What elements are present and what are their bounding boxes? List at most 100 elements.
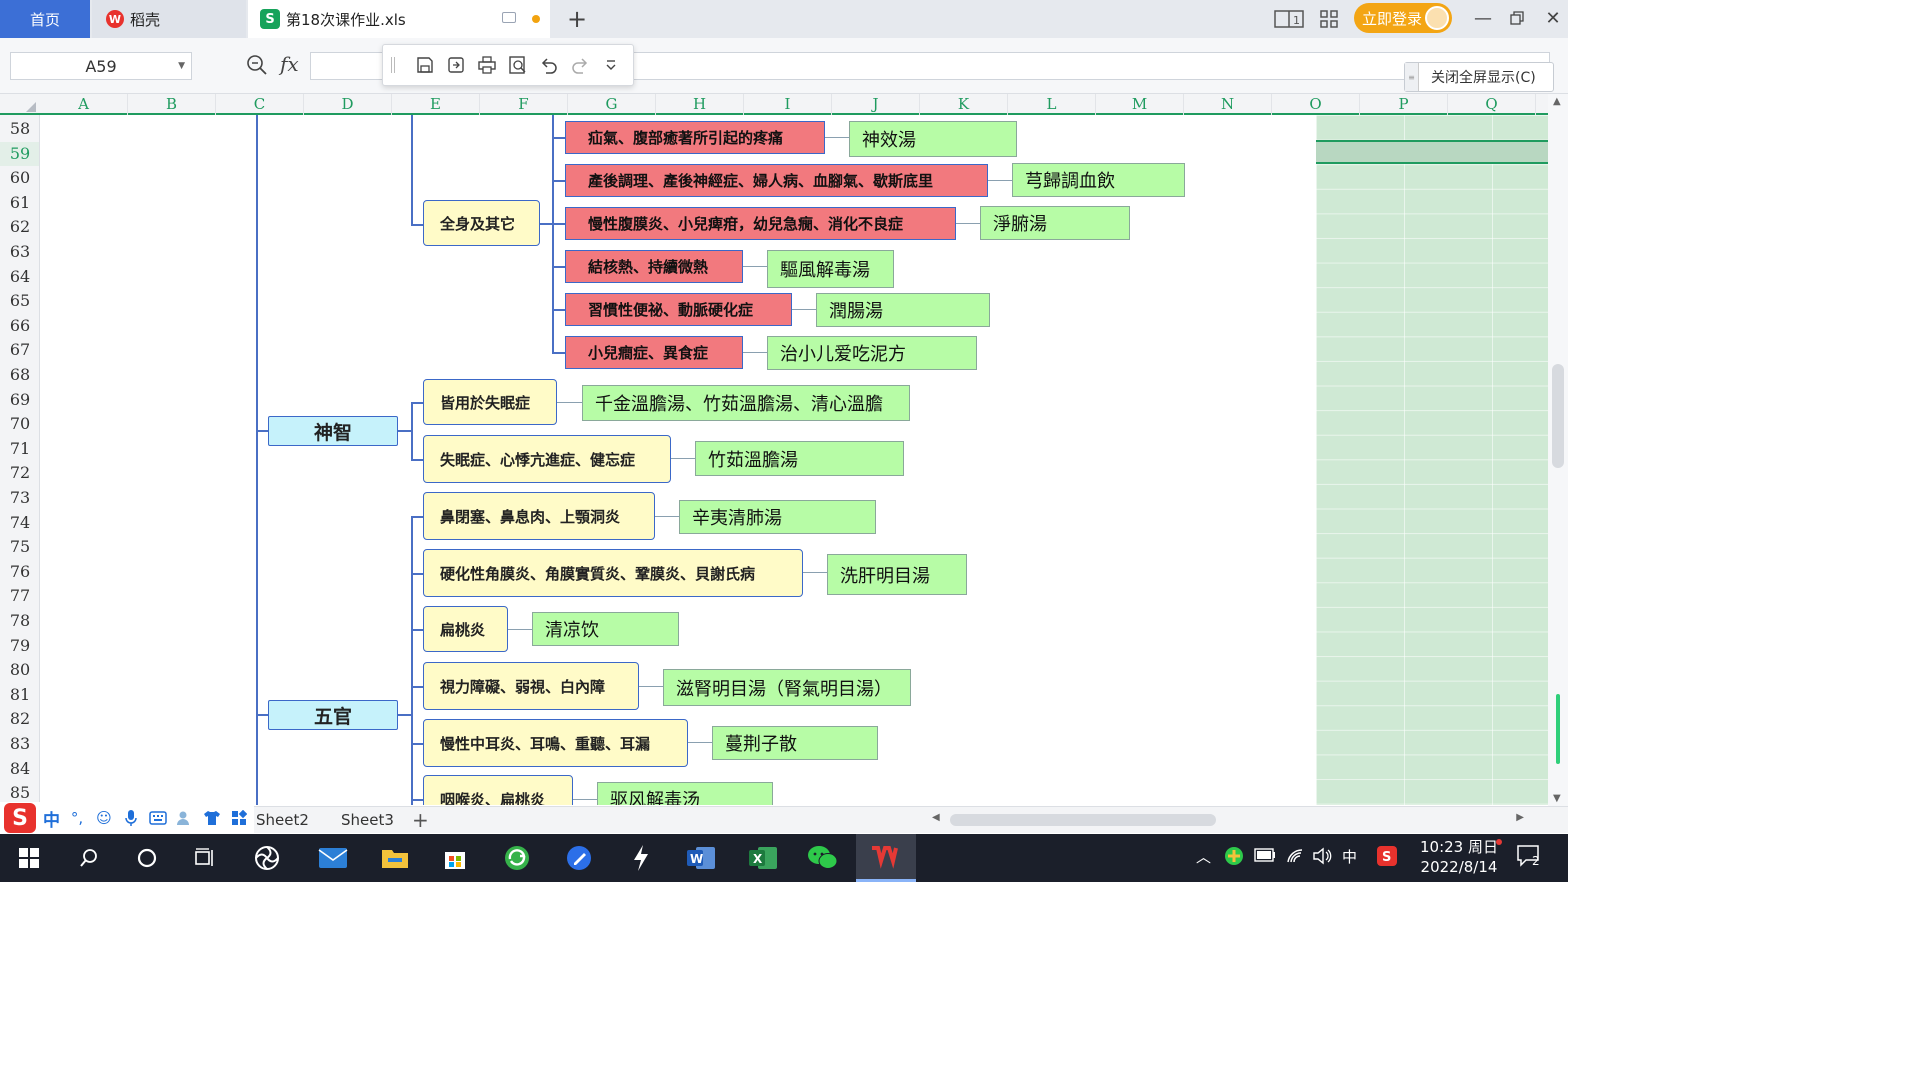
login-button[interactable]: 立即登录: [1354, 3, 1452, 33]
row-header-60[interactable]: 60: [9, 168, 31, 188]
category-node[interactable]: 視力障礙、弱視、白內障: [423, 662, 639, 710]
category-node[interactable]: 失眠症、心悸亢進症、健忘症: [423, 435, 671, 483]
scroll-up-icon[interactable]: ▲: [1553, 96, 1561, 107]
column-header-l[interactable]: L: [1008, 94, 1096, 115]
row-header-70[interactable]: 70: [9, 414, 31, 434]
lightning-app-icon[interactable]: [624, 842, 658, 874]
column-header-f[interactable]: F: [480, 94, 568, 115]
category-node[interactable]: 咽喉炎、扁桃炎: [423, 775, 573, 805]
tray-app-green-icon[interactable]: [1224, 846, 1244, 870]
remedy-node[interactable]: 潤腸湯: [816, 293, 990, 327]
tab-daoke[interactable]: W 稻壳: [92, 0, 246, 38]
volume-icon[interactable]: [1312, 847, 1332, 869]
remedy-node[interactable]: 芎歸調血飲: [1012, 163, 1185, 197]
row-header-71[interactable]: 71: [9, 438, 31, 458]
namebox-dropdown-icon[interactable]: ▼: [178, 61, 185, 71]
row-header-58[interactable]: 58: [9, 119, 31, 138]
column-header-c[interactable]: C: [216, 94, 304, 115]
zoom-search-icon[interactable]: [246, 54, 270, 78]
category-node[interactable]: 全身及其它: [423, 200, 540, 246]
microphone-icon[interactable]: [121, 808, 141, 828]
symptom-node[interactable]: 小兒癎症、異食症: [565, 336, 743, 369]
browser-icon[interactable]: [500, 842, 534, 874]
row-header-61[interactable]: 61: [9, 192, 31, 212]
remedy-node[interactable]: 治小儿爱吃泥方: [767, 336, 977, 370]
tab-home[interactable]: 首页: [0, 0, 90, 38]
task-view-icon[interactable]: [188, 842, 222, 874]
symptom-node[interactable]: 結核熱、持續微熱: [565, 250, 743, 283]
column-header-n[interactable]: N: [1184, 94, 1272, 115]
edit-app-icon[interactable]: [562, 842, 596, 874]
toolbar-grip-icon[interactable]: [391, 57, 395, 73]
remedy-node[interactable]: 洗肝明目湯: [827, 554, 967, 595]
category-node[interactable]: 硬化性角膜炎、角膜實質炎、鞏膜炎、貝謝氏病: [423, 549, 803, 597]
column-header-o[interactable]: O: [1272, 94, 1360, 115]
row-header-65[interactable]: 65: [9, 291, 31, 311]
export-icon[interactable]: [445, 54, 467, 76]
sogou-tray-icon[interactable]: S: [1376, 845, 1398, 871]
row-header-62[interactable]: 62: [9, 217, 31, 237]
column-header-p[interactable]: P: [1360, 94, 1448, 115]
symptom-node[interactable]: 習慣性便祕、動脈硬化症: [565, 293, 792, 326]
name-box[interactable]: A59 ▼: [10, 52, 192, 80]
function-icon[interactable]: fx: [280, 52, 299, 76]
wps-icon[interactable]: [868, 842, 902, 874]
category-node[interactable]: 扁桃炎: [423, 606, 508, 652]
system-clock[interactable]: 10:23 周日 2022/8/14: [1414, 837, 1504, 877]
input-language-indicator[interactable]: 中: [1342, 848, 1358, 866]
remedy-node[interactable]: 清凉饮: [532, 612, 679, 646]
redo-icon[interactable]: [569, 54, 591, 76]
excel-icon[interactable]: X: [746, 842, 780, 874]
column-header-d[interactable]: D: [304, 94, 392, 115]
root-node-wuguan[interactable]: 五官: [268, 700, 398, 730]
windows-start-icon[interactable]: [12, 842, 46, 874]
row-header-82[interactable]: 82: [9, 709, 31, 729]
pinwheel-app-icon[interactable]: [250, 842, 284, 874]
reading-mode-icon[interactable]: 1: [1274, 8, 1304, 30]
skin-shirt-icon[interactable]: [202, 808, 222, 828]
sogou-logo-icon[interactable]: S: [4, 803, 36, 833]
row-header-68[interactable]: 68: [9, 365, 31, 384]
remedy-node[interactable]: 蔓荆子散: [712, 726, 878, 760]
row-header-80[interactable]: 80: [9, 660, 31, 680]
row-header-85[interactable]: 85: [9, 783, 31, 803]
column-header-b[interactable]: B: [128, 94, 216, 115]
row-header-79[interactable]: 79: [9, 635, 31, 655]
remedy-node[interactable]: 竹茹溫膽湯: [695, 441, 904, 476]
vertical-scroll-thumb[interactable]: [1552, 364, 1564, 468]
add-sheet-plus-icon[interactable]: +: [412, 808, 429, 832]
toolbox-grid-icon[interactable]: [229, 808, 249, 828]
category-node[interactable]: 皆用於失眠症: [423, 379, 557, 425]
ime-punctuation-icon[interactable]: °,: [70, 809, 84, 827]
wechat-icon[interactable]: [806, 842, 840, 874]
close-icon[interactable]: ✕: [1545, 7, 1561, 29]
row-header-69[interactable]: 69: [9, 389, 31, 409]
root-node-shenzhi[interactable]: 神智: [268, 416, 398, 446]
remedy-node[interactable]: 滋腎明目湯（腎氣明目湯）: [663, 669, 911, 706]
column-header-m[interactable]: M: [1096, 94, 1184, 115]
row-header-83[interactable]: 83: [9, 734, 31, 753]
row-header-75[interactable]: 75: [9, 537, 31, 557]
sheet-tab-sheet2[interactable]: Sheet2: [256, 811, 309, 829]
save-icon[interactable]: [414, 54, 436, 76]
column-header-e[interactable]: E: [392, 94, 480, 115]
category-node[interactable]: 慢性中耳炎、耳鳴、重聽、耳漏: [423, 719, 688, 767]
remedy-node[interactable]: 辛夷清肺湯: [679, 500, 876, 534]
apps-grid-icon[interactable]: [1318, 8, 1340, 30]
category-node[interactable]: 鼻閉塞、鼻息肉、上顎洞炎: [423, 492, 655, 540]
row-header-78[interactable]: 78: [9, 611, 31, 630]
symptom-node[interactable]: 疝氣、腹部癒著所引起的疼痛: [565, 121, 825, 154]
monitor-icon[interactable]: [502, 12, 516, 23]
row-header-73[interactable]: 73: [9, 488, 31, 507]
minimize-icon[interactable]: —: [1474, 7, 1492, 29]
tab-file[interactable]: S 第18次课作业.xls: [248, 0, 550, 38]
emoji-icon[interactable]: ☺: [96, 809, 112, 827]
row-header-72[interactable]: 72: [9, 463, 31, 483]
row-header-66[interactable]: 66: [9, 315, 31, 335]
tray-expand-icon[interactable]: ︿: [1196, 848, 1212, 866]
remedy-node[interactable]: 千金溫膽湯、竹茹溫膽湯、清心溫膽: [582, 385, 910, 421]
notification-center-icon[interactable]: 2: [1516, 844, 1542, 872]
row-header-64[interactable]: 64: [9, 266, 31, 286]
keyboard-icon[interactable]: [148, 808, 168, 828]
new-tab-plus-icon[interactable]: +: [566, 5, 588, 33]
